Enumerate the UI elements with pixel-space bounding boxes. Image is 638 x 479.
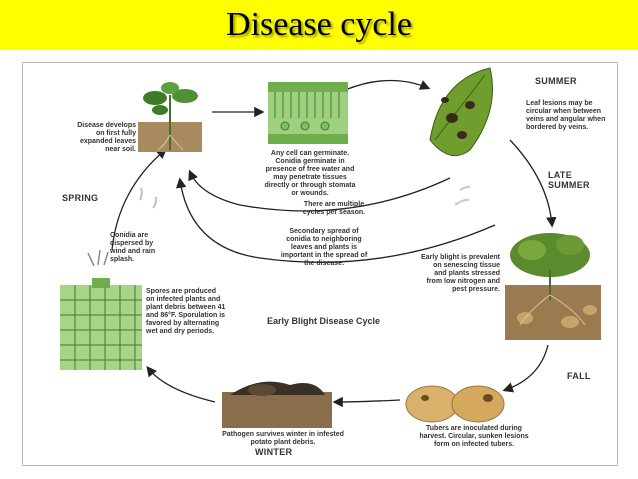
season-late-summer: LATE SUMMER: [548, 170, 590, 190]
germination-cross-section: [268, 82, 348, 144]
arrow-lateplant-to-tubers: [502, 344, 549, 393]
caption-conidia-dispersed: Conidia are dispersed by wind and rain s…: [110, 232, 156, 263]
diagram-center-title: Early Blight Disease Cycle: [267, 316, 381, 326]
spring-spores-illustration: [60, 185, 471, 370]
caption-multiple-cycles: There are multiple cycles per season.: [302, 201, 366, 216]
seedling-illustration: [138, 82, 202, 152]
tubers-illustration: [405, 385, 505, 423]
arrow-germination-to-leaf: [344, 79, 431, 91]
arrow-debris-to-spores: [146, 365, 216, 403]
caption-pathogen-winter: Pathogen survives winter in infested pot…: [222, 431, 344, 446]
slide-title: Disease cycle: [226, 6, 412, 43]
caption-secondary-spread: Secondary spread of conidia to neighbori…: [280, 228, 368, 267]
arrow-multiple-cycles: [188, 169, 451, 212]
season-fall: FALL: [567, 371, 591, 381]
caption-spores-produced: Spores are produced on infected plants a…: [146, 288, 226, 335]
arrow-leaf-to-lateplant: [509, 139, 557, 228]
arrow-secondary-spread: [175, 177, 496, 263]
late-summer-plant-illustration: [505, 233, 601, 340]
caption-leaf-lesions: Leaf lesions may be circular when betwee…: [526, 100, 606, 131]
caption-early-blight: Early blight is prevalent on senescing t…: [421, 254, 500, 293]
summer-leaf-illustration: [429, 67, 493, 157]
season-spring: SPRING: [62, 193, 99, 203]
caption-tubers: Tubers are inoculated during harvest. Ci…: [419, 425, 529, 448]
winter-debris-illustration: [222, 381, 332, 428]
arrow-tubers-to-debris: [332, 396, 401, 408]
caption-seedling: Disease develops on first fully expanded…: [77, 122, 136, 153]
season-summer: SUMMER: [535, 76, 577, 86]
arrow-spores-to-seedling: [111, 148, 167, 251]
title-bar: [0, 0, 638, 50]
season-winter: WINTER: [255, 447, 293, 457]
caption-germination: Any cell can germinate. Conidia germinat…: [264, 150, 356, 197]
cycle-arrows: [111, 79, 557, 408]
